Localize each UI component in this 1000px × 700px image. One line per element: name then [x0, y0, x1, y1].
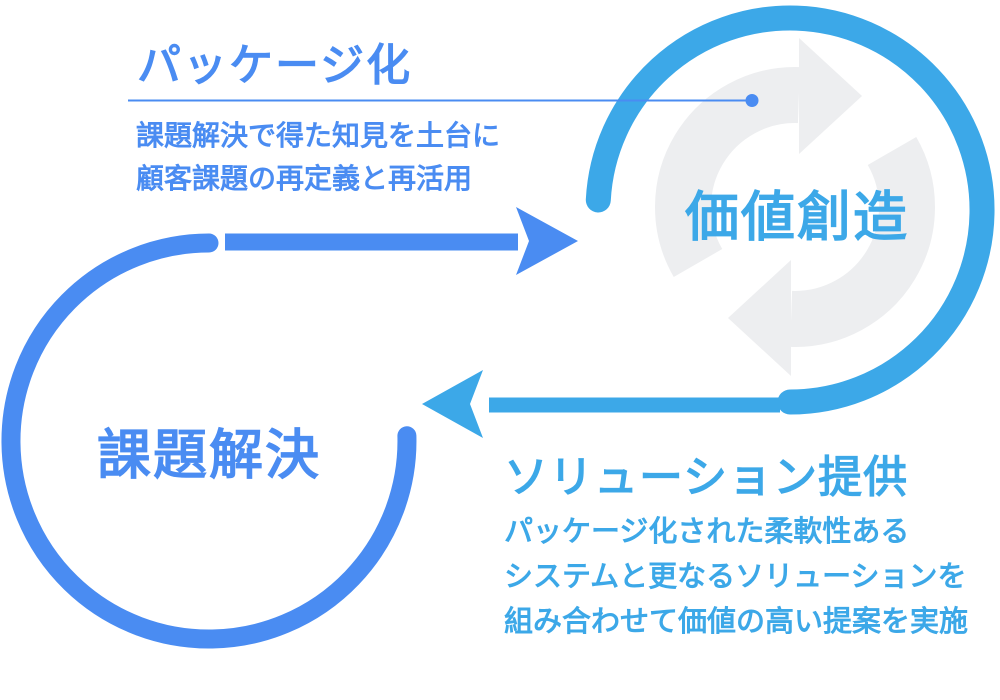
- left-arrowhead-icon: [422, 370, 483, 438]
- refresh-cycle-icon: [655, 38, 935, 376]
- solution-description-line-3: 組み合わせて価値の高い提案を実施: [504, 606, 969, 638]
- leader-dot-icon: [745, 94, 759, 107]
- refresh-bottom-half: [728, 137, 935, 376]
- value-creation-label: 価値創造: [685, 187, 909, 248]
- packaging-description: 課題解決で得た知見を土台に 顧客課題の再定義と再活用: [136, 114, 500, 200]
- value-creation-circle: [585, 5, 995, 415]
- refresh-top-arc: [655, 67, 800, 277]
- problem-solving-label: 課題解決: [97, 425, 321, 486]
- problem-solving-circle: [1, 233, 417, 649]
- refresh-bottom-arrowhead: [728, 260, 791, 376]
- solution-description-line-1: パッケージ化された柔軟性ある: [504, 516, 910, 548]
- refresh-top-arrowhead: [799, 38, 862, 154]
- solution-description: パッケージ化された柔軟性ある システムと更なるソリューションを 組み合わせて価値…: [504, 510, 968, 645]
- packaging-title: パッケージ化: [137, 41, 413, 90]
- right-arrowhead-icon: [516, 207, 578, 275]
- packaging-description-line-1: 課題解決で得た知見を土台に: [136, 120, 501, 151]
- packaging-description-line-2: 顧客課題の再定義と再活用: [136, 163, 473, 194]
- solution-description-line-2: システムと更なるソリューションを: [504, 561, 967, 593]
- solution-title: ソリューション提供: [504, 453, 909, 502]
- refresh-bottom-arc: [790, 137, 935, 347]
